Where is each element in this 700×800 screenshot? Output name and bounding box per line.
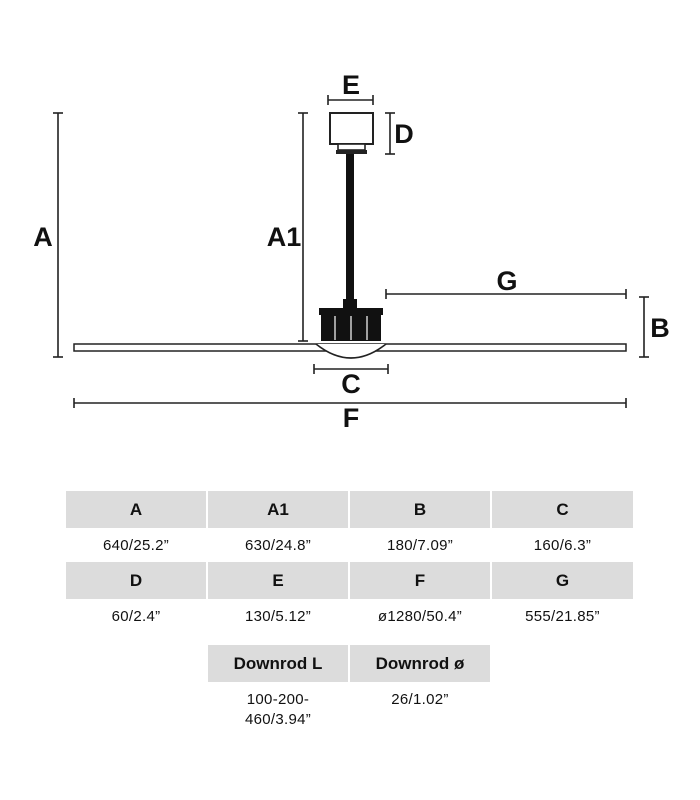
spec-value-f: ø1280/50.4” bbox=[377, 608, 463, 625]
dimension-a1: A1 bbox=[267, 112, 308, 342]
spec-header-e: E bbox=[208, 562, 348, 599]
dimension-label-b: B bbox=[650, 313, 670, 343]
fan-downrod bbox=[346, 154, 354, 300]
fan-bottom-bowl bbox=[315, 343, 387, 359]
dimension-label-g: G bbox=[496, 266, 517, 296]
spec-value-g: 555/21.85” bbox=[525, 608, 600, 625]
dimension-a: A bbox=[33, 112, 63, 358]
dimension-label-a1: A1 bbox=[267, 222, 302, 252]
fan-canopy bbox=[329, 112, 374, 145]
dimension-label-d: D bbox=[394, 119, 414, 149]
spec-header-g: G bbox=[492, 562, 633, 599]
spec-value-downrod-diameter: 26/1.02” bbox=[391, 691, 449, 708]
spec-value-e: 130/5.12” bbox=[244, 608, 312, 625]
ceiling-fan-dimension-diagram: A A1 E D bbox=[33, 70, 670, 433]
spec-header-d: D bbox=[66, 562, 206, 599]
spec-header-c: C bbox=[492, 491, 633, 528]
spec-header-f: F bbox=[350, 562, 490, 599]
spec-value-downrod-length: 100-200-460/3.94” bbox=[244, 691, 312, 728]
ceiling-fan bbox=[73, 112, 627, 359]
spec-value-d: 60/2.4” bbox=[111, 608, 161, 625]
dimension-label-a: A bbox=[33, 222, 53, 252]
spec-value-a: 640/25.2” bbox=[102, 537, 170, 554]
canopy-cap bbox=[336, 150, 367, 154]
dimension-c: C bbox=[313, 364, 389, 399]
dimension-d: D bbox=[385, 112, 414, 155]
spec-value-a1: 630/24.8” bbox=[244, 537, 312, 554]
spec-header-a: A bbox=[66, 491, 206, 528]
spec-header-downrod-length: Downrod L bbox=[208, 645, 348, 682]
dimension-label-c: C bbox=[341, 369, 361, 399]
motor-housing-top bbox=[319, 308, 383, 315]
dimension-e: E bbox=[327, 70, 374, 105]
dimension-f: F bbox=[73, 398, 627, 433]
spec-header-a1: A1 bbox=[208, 491, 348, 528]
downrod-coupler bbox=[343, 299, 357, 308]
spec-value-c: 160/6.3” bbox=[533, 537, 592, 554]
spec-value-b: 180/7.09” bbox=[386, 537, 454, 554]
canopy-collar bbox=[337, 143, 366, 151]
dimension-label-f: F bbox=[343, 403, 360, 433]
dimension-label-e: E bbox=[342, 70, 360, 100]
spec-header-downrod-diameter: Downrod ø bbox=[350, 645, 490, 682]
dimension-b: B bbox=[639, 296, 670, 358]
spec-header-b: B bbox=[350, 491, 490, 528]
dimension-g: G bbox=[385, 266, 627, 299]
